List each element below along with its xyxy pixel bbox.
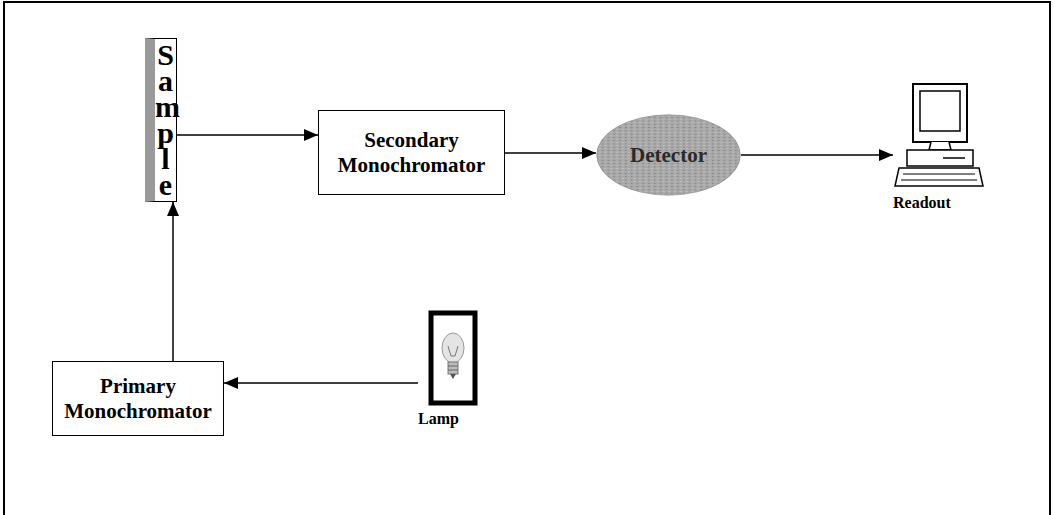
flow-arrow (505, 152, 596, 154)
icon-caption: Lamp (418, 410, 488, 428)
node-label: Sample (155, 39, 176, 201)
flow-arrow (177, 134, 318, 136)
detector-ellipse: Detector (596, 114, 741, 196)
node-label: Detector (630, 143, 707, 168)
lamp-icon (418, 310, 488, 406)
flow-arrow (741, 154, 893, 156)
frame-line (4, 2, 1050, 515)
monochromator-box: Secondary Monochromator (318, 110, 505, 195)
lamp-source: Lamp (418, 310, 488, 428)
node-label: Primary Monochromator (64, 374, 212, 424)
flow-arrow (172, 202, 174, 361)
flow-arrow (224, 382, 418, 384)
computer-icon (893, 82, 985, 190)
icon-caption: Readout (893, 194, 985, 212)
node-label: Secondary Monochromator (338, 128, 486, 178)
readout-computer: Readout (893, 82, 985, 212)
monochromator-box: Primary Monochromator (52, 361, 224, 436)
sample-cuvette: Sample (145, 38, 177, 202)
